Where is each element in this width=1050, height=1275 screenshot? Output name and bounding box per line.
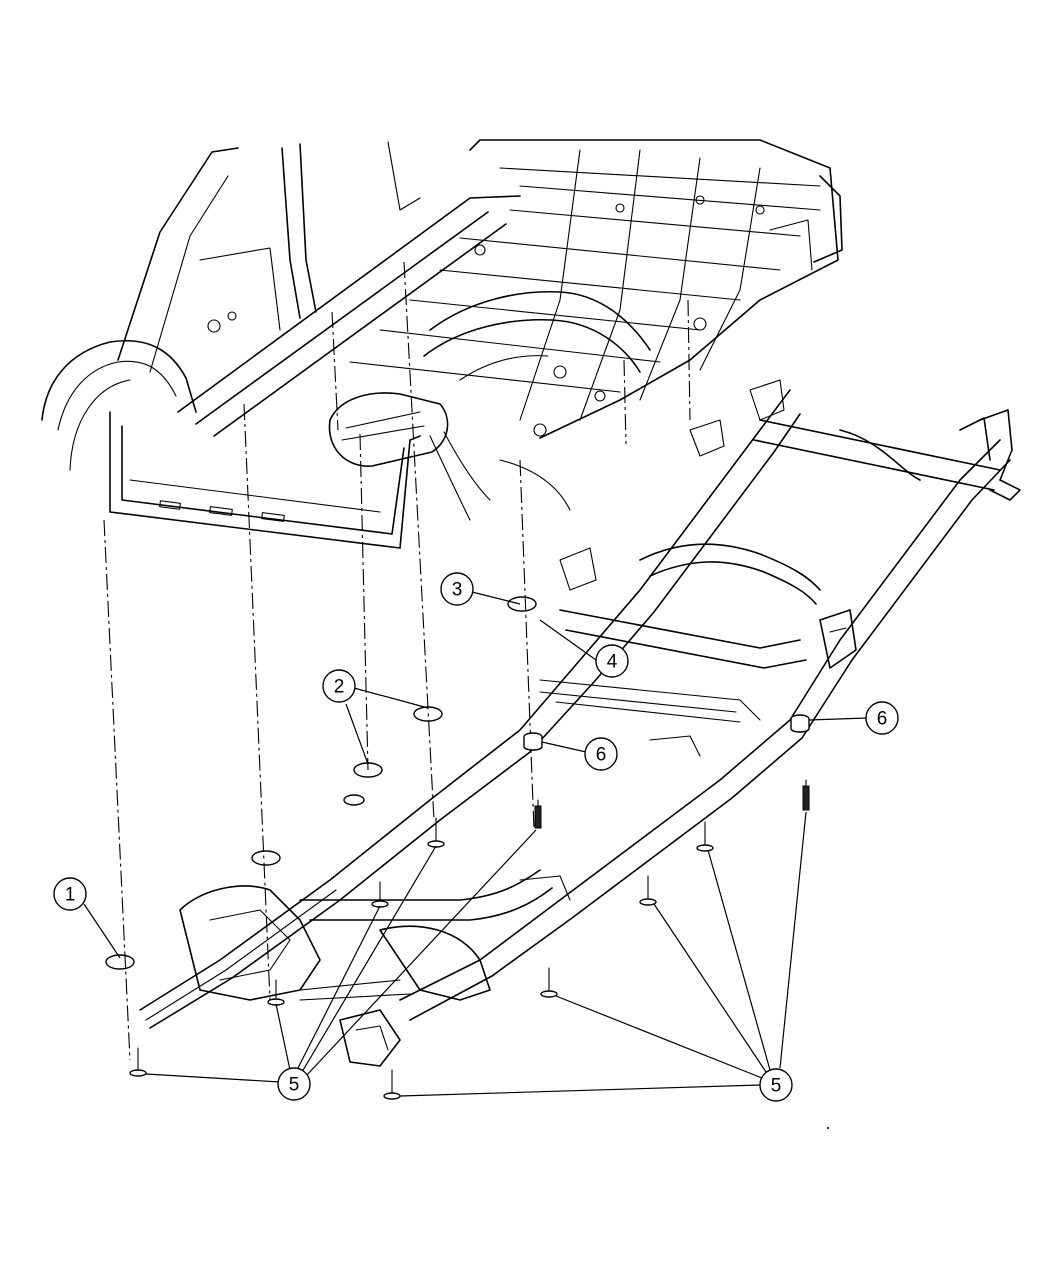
callout-5-left-label: 5 [289,1075,300,1096]
callout-3: 3 [440,572,474,606]
callout-6-right-label: 6 [877,709,888,730]
callout-3-label: 3 [452,580,463,601]
body-mount-icon [523,714,810,751]
callout-1: 1 [53,877,87,911]
callout-4: 4 [595,644,629,678]
leader-lines [83,591,868,1097]
callout-5-right: 5 [759,1068,793,1102]
callout-4-label: 4 [607,652,618,673]
callout-6-center-label: 6 [596,745,607,766]
callout-6-center: 6 [584,737,618,771]
callout-6-right: 6 [865,701,899,735]
callout-5-left: 5 [277,1067,311,1101]
vehicle-body-underside [41,139,843,549]
callout-2: 2 [322,669,356,703]
callout-1-label: 1 [65,885,76,906]
vehicle-frame [105,379,1021,1067]
callout-2-label: 2 [334,677,345,698]
bolt-icon [129,779,810,1100]
alignment-lines [103,261,691,1061]
stray-dot [827,1127,829,1129]
callout-5-right-label: 5 [771,1076,782,1097]
